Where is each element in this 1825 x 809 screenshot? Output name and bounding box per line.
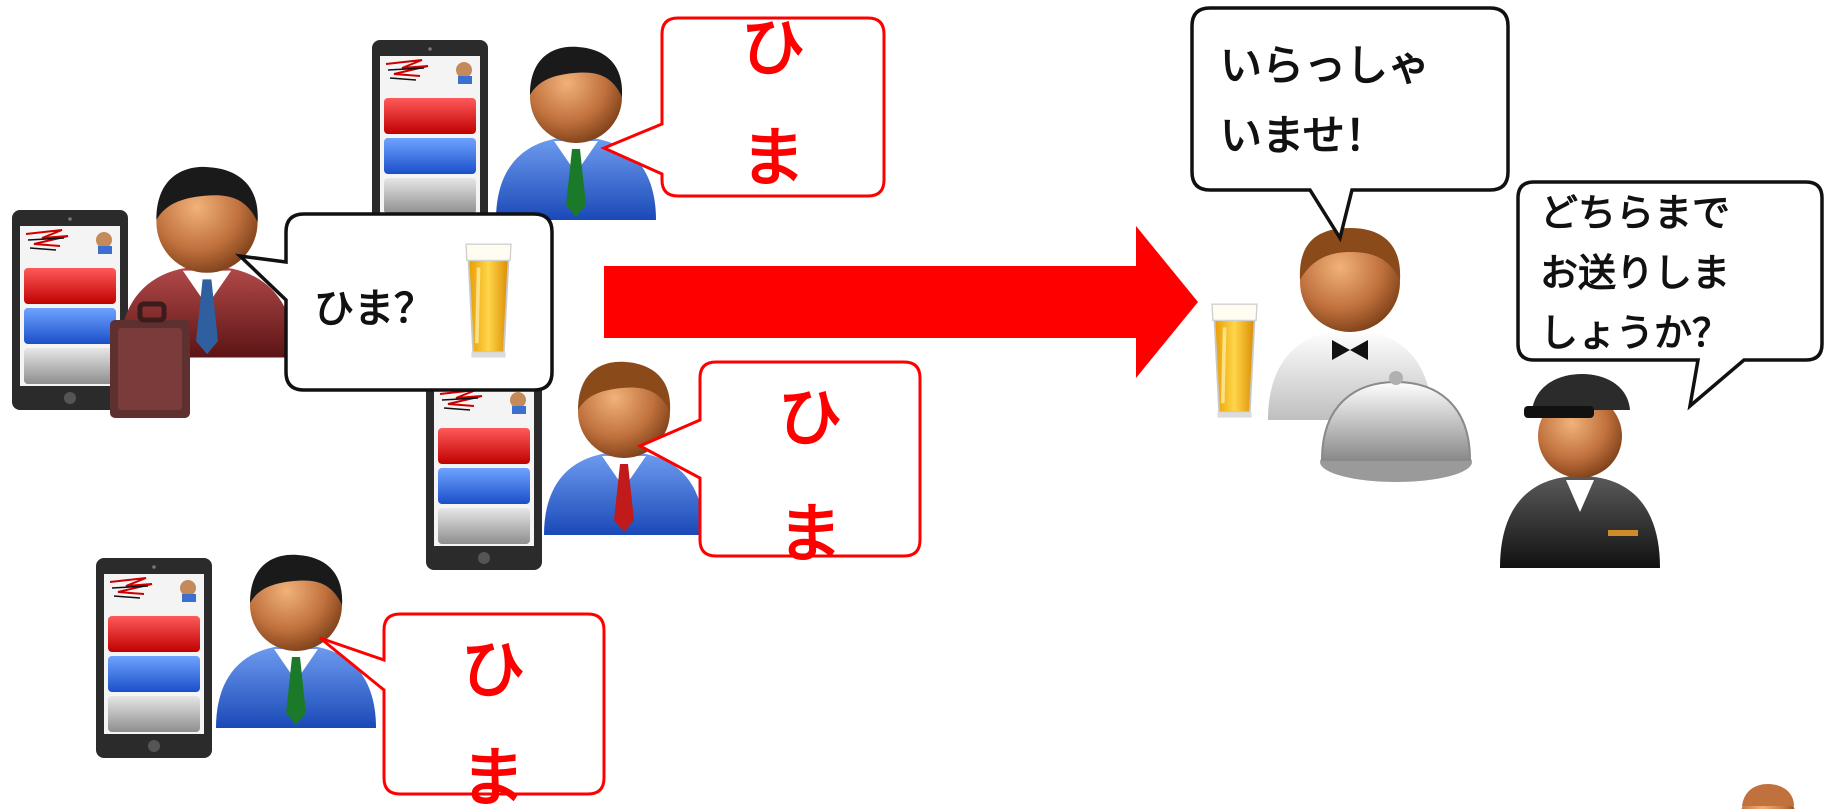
driver-line-1: どちらまで [1540,191,1730,235]
reply-char-1: ひ [778,382,842,456]
partial-person-icon [1741,784,1795,809]
reply-char-2: ま [461,742,525,809]
driver-speech-bubble: どちらまで お送りしま しょうか？ [1516,180,1824,411]
reply-char-2: ま [741,122,805,196]
driver-line-2: お送りしま [1540,251,1730,295]
invite-text: ひま？ [314,286,434,332]
invite-bubble: ひま？ [234,212,554,392]
beer-icon [1210,302,1259,420]
tablet-icon [95,557,213,759]
briefcase-icon [110,301,190,418]
tablet-icon [425,369,543,571]
waiter-line-2: いませ！ [1220,111,1387,160]
waiter-speech-bubble: いらっしゃ いませ！ [1190,6,1510,243]
driver-icon [1500,374,1660,568]
tablet-icon [371,39,489,241]
beer-icon [464,242,513,360]
cloche-icon [1320,371,1472,482]
reply-char-2: ま [778,498,842,572]
reply-char-1: ひ [461,634,525,708]
reply-bubble-middle: ひ ま [636,360,922,572]
reply-bubble-top: ひ ま [600,12,886,198]
reply-bubble-bottom: ひ ま [319,612,606,809]
arrow-icon [604,226,1198,378]
reply-char-1: ひ [741,12,805,86]
businessman-icon [496,46,656,220]
driver-line-3: しょうか？ [1540,311,1730,355]
waiter-line-1: いらっしゃ [1220,41,1430,90]
businessman-icon [216,554,376,728]
